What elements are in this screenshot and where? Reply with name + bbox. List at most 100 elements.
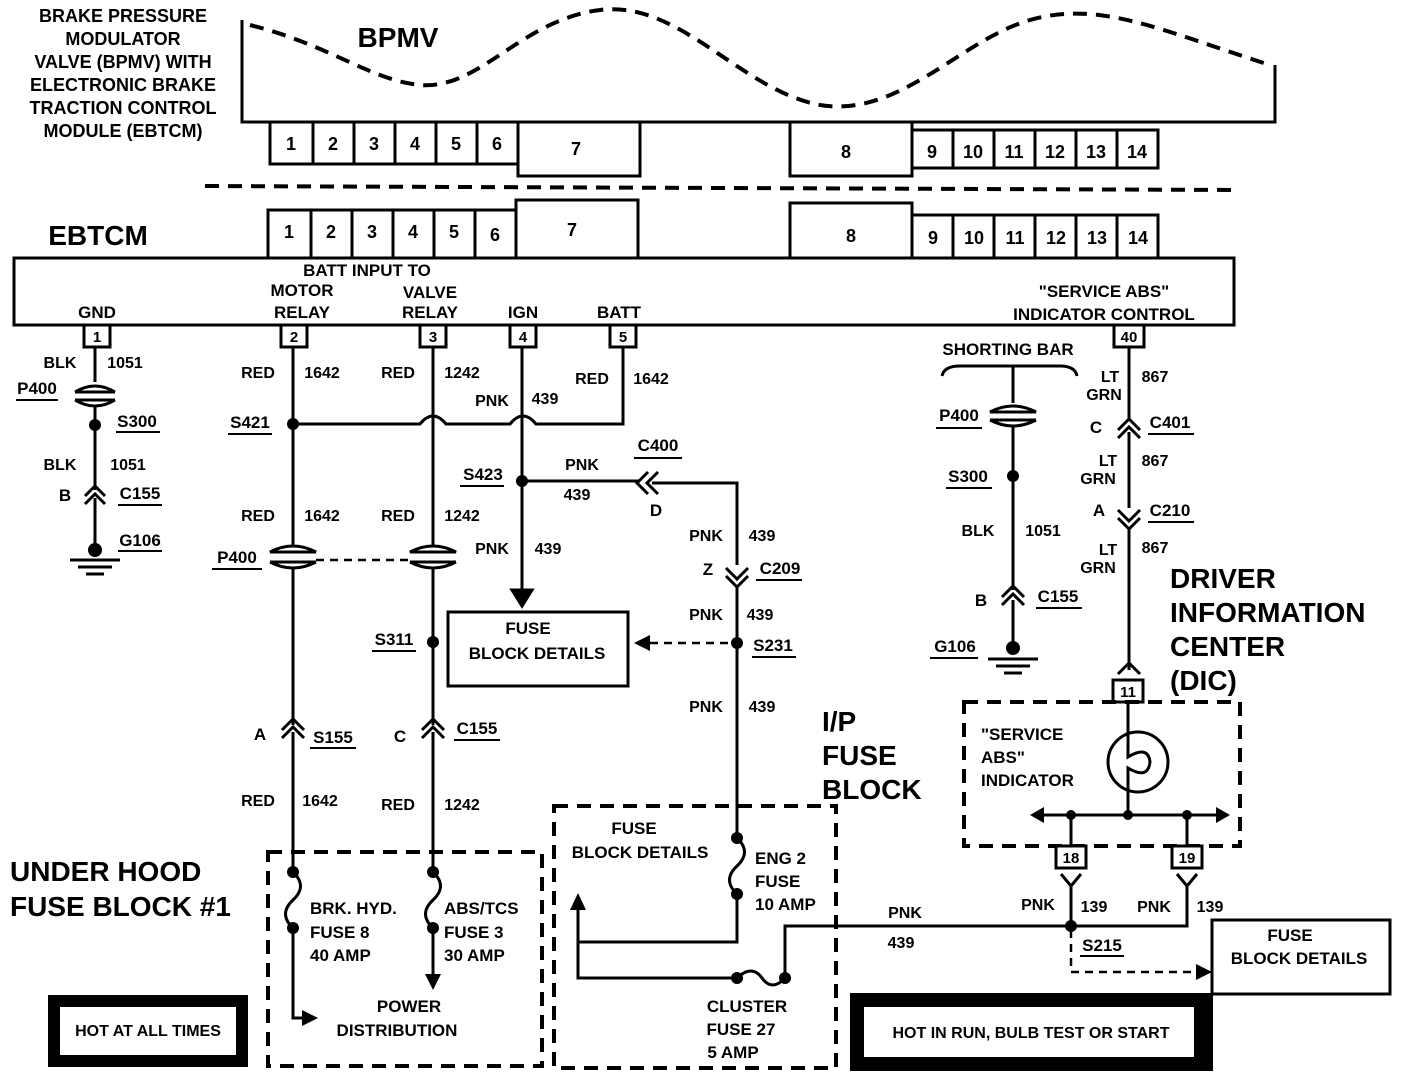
ebtcm-pin-12: 12 <box>1046 228 1066 248</box>
wire-color-pnk-4: PNK <box>689 528 723 545</box>
ip-fuse-block-details-line2: BLOCK DETAILS <box>572 843 709 862</box>
power-distribution-line2: DISTRIBUTION <box>337 1021 458 1040</box>
ebtcm-terminal-labels: GND BATT INPUT TO MOTOR RELAY VALVE RELA… <box>78 261 1195 324</box>
dic-pin-11: 11 <box>1120 684 1136 701</box>
under-hood-line2: FUSE BLOCK #1 <box>10 891 231 922</box>
hot-in-run-legend: HOT IN RUN, BULB TEST OR START <box>850 993 1213 1071</box>
hot-in-run-label: HOT IN RUN, BULB TEST OR START <box>892 1025 1169 1042</box>
s423-label: S423 <box>463 465 503 484</box>
wire-circuit-1051-2: 1051 <box>110 457 146 474</box>
indicator-label-line2: ABS" <box>981 748 1025 767</box>
ip-fuse-block-line1: I/P <box>822 706 856 737</box>
wire-color-lt-1: LT <box>1101 369 1120 386</box>
fuse-block-details-right[interactable]: FUSE BLOCK DETAILS <box>1210 918 1392 996</box>
wire-circuit-139-2: 139 <box>1197 899 1224 916</box>
ebtcm-pin-7: 7 <box>567 220 577 240</box>
wire-circuit-439-2: 439 <box>564 487 591 504</box>
bpmv-pin-2: 2 <box>328 134 338 154</box>
s231-label: S231 <box>753 636 793 655</box>
bpmv-label: BPMV <box>358 22 439 53</box>
terminal-pin-2: 2 <box>290 329 298 346</box>
wire-color-blk-3: BLK <box>962 523 995 540</box>
bpmv-pin-1: 1 <box>286 134 296 154</box>
wire-color-red-6: RED <box>241 793 275 810</box>
wire-circuit-439-4: 439 <box>749 528 776 545</box>
batt-label: BATT <box>597 303 642 322</box>
bpmv-pin-7: 7 <box>571 139 581 159</box>
ebtcm-pin-6: 6 <box>490 225 500 245</box>
cluster-fuse-line2: FUSE 27 <box>707 1020 776 1039</box>
bpmv-pin-14: 14 <box>1127 142 1147 162</box>
connector-c-c155: C <box>394 727 406 746</box>
terminal-pin-3: 3 <box>429 329 437 346</box>
wire-circuit-1242-1: 1242 <box>444 365 480 382</box>
module-title-line-5: TRACTION CONTROL <box>30 98 217 118</box>
c400-label: C400 <box>638 436 679 455</box>
g106-label-left: G106 <box>119 531 161 550</box>
wire-color-pnk-2: PNK <box>565 457 599 474</box>
ebtcm-body <box>12 256 1236 327</box>
s215-label: S215 <box>1082 936 1122 955</box>
dic-title-line3: CENTER <box>1170 631 1285 662</box>
c401-label: C401 <box>1150 413 1191 432</box>
abs-tcs-fuse-line3: 30 AMP <box>444 946 505 965</box>
module-title-line-1: BRAKE PRESSURE <box>39 6 207 26</box>
dic-pin-18: 18 <box>1063 850 1080 867</box>
ebtcm-pin-3: 3 <box>367 222 377 242</box>
abs-tcs-fuse-line1: ABS/TCS <box>444 899 519 918</box>
fuse-block-details-center-line2: BLOCK DETAILS <box>469 644 606 663</box>
wire-circuit-1642-4: 1642 <box>302 793 338 810</box>
wire-circuit-139-1: 139 <box>1081 899 1108 916</box>
module-title-line-4: ELECTRONIC BRAKE <box>30 75 216 95</box>
wire-color-red-2: RED <box>381 365 415 382</box>
ip-fuse-block-details-line1: FUSE <box>611 819 656 838</box>
ebtcm-pin-13: 13 <box>1087 228 1107 248</box>
bpmv-body: BPMV <box>240 7 1277 124</box>
ebtcm-pin-1: 1 <box>284 222 294 242</box>
c210-label: C210 <box>1150 501 1191 520</box>
ign-label: IGN <box>508 303 538 322</box>
wire-circuit-439-3: 439 <box>535 541 562 558</box>
module-title-line-6: MODULE (EBTCM) <box>44 121 203 141</box>
wire-color-red-5: RED <box>381 508 415 525</box>
wire-circuit-1242-2: 1242 <box>444 508 480 525</box>
p400-label-relays: P400 <box>217 548 257 567</box>
wire-circuit-867-1: 867 <box>1142 369 1169 386</box>
hot-at-all-times-legend: HOT AT ALL TIMES <box>48 995 248 1067</box>
connector-a-c210: A <box>1093 501 1105 520</box>
bpmv-pin-4: 4 <box>410 134 420 154</box>
p400-label-right: P400 <box>939 406 979 425</box>
gnd-label: GND <box>78 303 116 322</box>
fuse-block-details-right-line1: FUSE <box>1267 926 1312 945</box>
p400-label-left: P400 <box>17 379 57 398</box>
wire-color-pnk-6: PNK <box>689 699 723 716</box>
wire-color-red-3: RED <box>575 371 609 388</box>
cluster-fuse-line3: 5 AMP <box>707 1043 758 1062</box>
ebtcm-pin-5: 5 <box>449 222 459 242</box>
eng2-fuse-line1: ENG 2 <box>755 849 806 868</box>
dic-title-line2: INFORMATION <box>1170 597 1365 628</box>
motor-label: MOTOR <box>271 281 334 300</box>
wire-circuit-1642-3: 1642 <box>304 508 340 525</box>
connector-d-c400: D <box>650 501 662 520</box>
dic-indicator-box: "SERVICE ABS" INDICATOR <box>962 700 1242 848</box>
dic-pin-19: 19 <box>1179 850 1196 867</box>
s155-label: S155 <box>313 728 353 747</box>
fuse-block-details-right-line2: BLOCK DETAILS <box>1231 949 1368 968</box>
wire-circuit-867-2: 867 <box>1142 453 1169 470</box>
connector-a-s155: A <box>254 725 266 744</box>
fuse-block-details-center[interactable]: FUSE BLOCK DETAILS <box>446 610 630 688</box>
bpmv-pin-3: 3 <box>369 134 379 154</box>
fuse-block-details-center-line1: FUSE <box>505 619 550 638</box>
wire-color-grn-1: GRN <box>1086 387 1122 404</box>
dic-output-pins: 18 19 PNK 139 PNK 139 S215 <box>1021 844 1224 980</box>
wire-circuit-439-7: 439 <box>888 935 915 952</box>
wire-circuit-439-6: 439 <box>749 699 776 716</box>
wire-circuit-439-5: 439 <box>747 607 774 624</box>
connector-b-right: B <box>975 591 987 610</box>
terminal-pin-40: 40 <box>1121 329 1138 346</box>
s421-label: S421 <box>230 413 270 432</box>
wire-color-pnk-7: PNK <box>1021 897 1055 914</box>
ip-fuse-block-line2: FUSE <box>822 740 897 771</box>
s300-label-right: S300 <box>948 467 988 486</box>
